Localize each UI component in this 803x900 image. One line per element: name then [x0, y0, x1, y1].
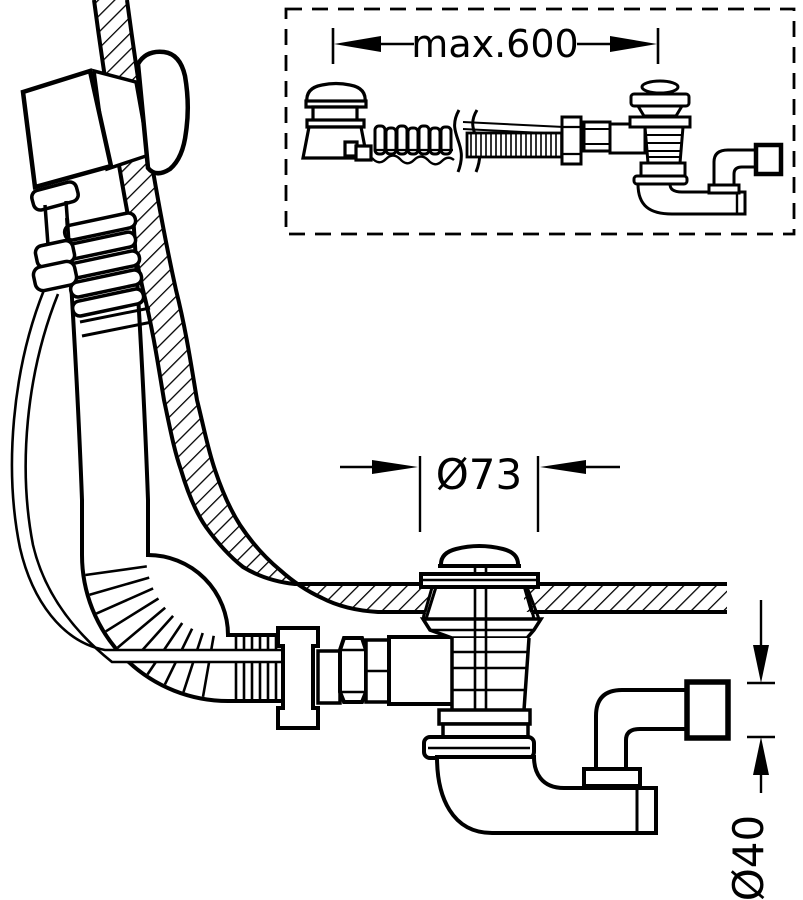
inset-overflow-fitting	[301, 81, 373, 162]
dim-arrow-left	[372, 460, 418, 474]
drain-shoulder	[419, 617, 545, 640]
inset-fittings	[560, 115, 647, 166]
plug-stem	[473, 566, 488, 709]
connector-sleeve	[316, 649, 342, 705]
plug-cap	[438, 544, 521, 568]
outlet-socket	[684, 679, 731, 741]
cable-port-fitting	[30, 180, 80, 293]
dim-arrow-right	[540, 460, 586, 474]
dimension-outlet-diameter: Ø40	[724, 600, 775, 900]
tub-floor-right-section	[524, 584, 727, 612]
drain-assembly	[419, 544, 658, 835]
outlet-diameter-label: Ø40	[724, 815, 773, 900]
dim-arrow-down	[753, 645, 769, 683]
inset-hose	[371, 124, 455, 166]
overflow-fitting	[20, 49, 190, 293]
inset-drain	[628, 79, 747, 216]
drain-band-upper	[437, 708, 532, 726]
hose-union-nut	[276, 626, 320, 730]
hose-accordion-ribs	[62, 211, 146, 318]
drain-connection-fittings	[276, 626, 455, 730]
compression-nut	[338, 636, 368, 704]
overflow-inlet-body	[387, 635, 455, 706]
outlet-elbow	[582, 679, 731, 788]
overflow-body	[20, 68, 114, 190]
drain-diameter-label: Ø73	[436, 450, 523, 499]
inset-panel: max.600	[284, 7, 796, 236]
control-cable	[10, 289, 283, 664]
drain-elbow-pipe	[434, 755, 658, 835]
drain-body	[451, 638, 528, 710]
inset-outlet-elbow	[707, 142, 784, 195]
overflow-hose	[62, 211, 283, 703]
max-length-label: max.600	[411, 22, 578, 66]
hose-connector-rings	[79, 306, 153, 338]
overflow-cap	[135, 49, 190, 176]
dim-arrow-up	[753, 737, 769, 775]
inset-dashed-border	[284, 7, 796, 236]
dimension-max-length: max.600	[331, 22, 660, 66]
outlet-elbow-flange	[582, 767, 642, 788]
drain-thread-lines	[452, 650, 528, 712]
dimension-drain-diameter: Ø73	[340, 450, 620, 532]
